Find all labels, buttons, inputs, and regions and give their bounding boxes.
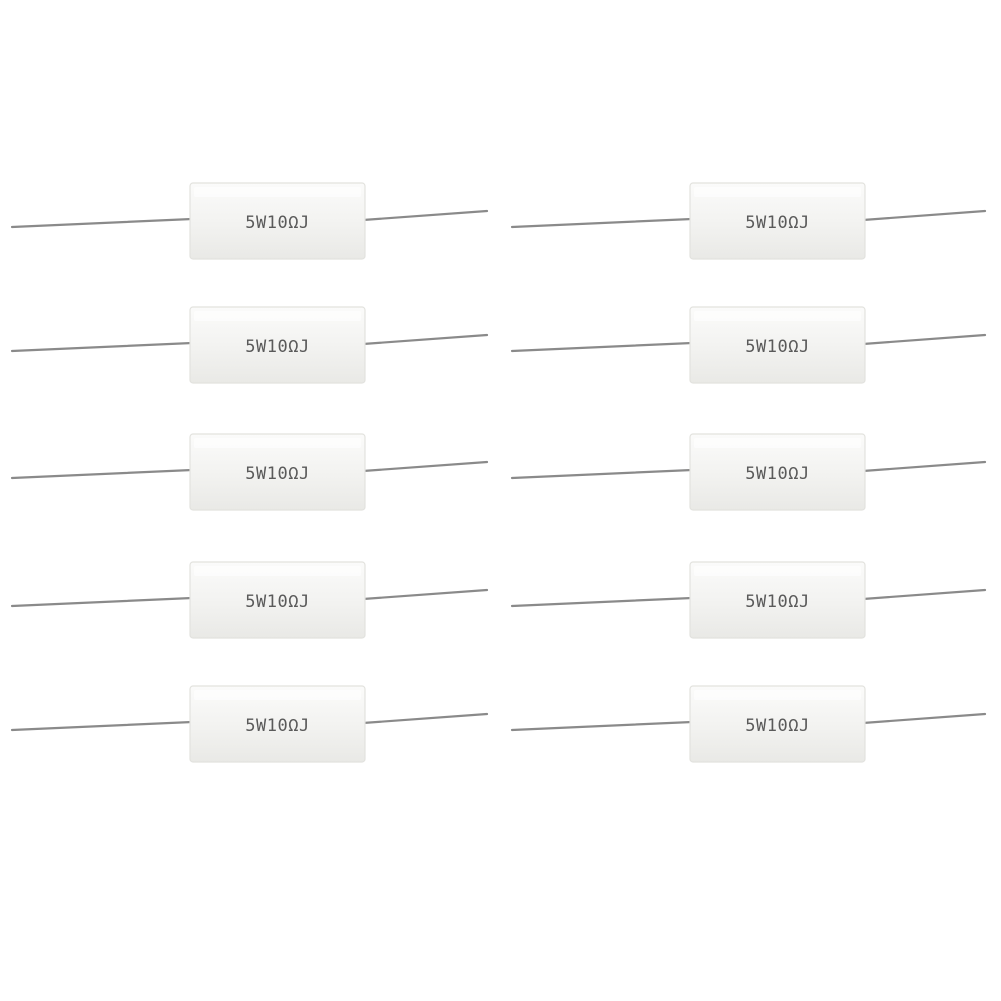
resistor-body [189,433,366,511]
resistor-lead-right [361,209,489,222]
resistor-lead-right [861,333,987,346]
resistor-marking: 5W10ΩJ [245,337,309,357]
resistor-lead-left [510,720,694,732]
resistor-marking: 5W10ΩJ [245,464,309,484]
resistor-lead-left [510,341,694,353]
resistor: 5W10ΩJ [10,306,489,384]
resistor-lead-left [10,468,194,480]
resistor: 5W10ΩJ [10,561,489,639]
resistor-lead-left [510,217,694,229]
resistor-body [689,306,866,384]
resistor-body [689,685,866,763]
resistor-marking: 5W10ΩJ [245,213,309,233]
resistor-marking: 5W10ΩJ [745,213,809,233]
resistor-body-highlight [694,438,861,448]
resistor-lead-right [361,712,489,725]
resistor-body [689,182,866,260]
resistor-marking: 5W10ΩJ [745,464,809,484]
resistor-lead-right [361,333,489,346]
resistor-body [189,306,366,384]
resistor-body [189,182,366,260]
resistor-body-highlight [194,438,361,448]
resistor-lead-left [510,596,694,608]
resistor-lead-right [861,712,987,725]
resistor-marking: 5W10ΩJ [245,592,309,612]
resistor-lead-right [861,588,987,601]
resistor-lead-right [361,460,489,473]
resistor-marking: 5W10ΩJ [745,716,809,736]
resistor-lead-right [361,588,489,601]
resistor-lead-right [861,209,987,222]
resistor-body-highlight [694,311,861,321]
resistor-body [189,685,366,763]
resistor-lead-left [510,468,694,480]
resistor-lead-left [10,217,194,229]
resistor: 5W10ΩJ [510,433,987,511]
resistor-body-highlight [194,566,361,576]
resistor: 5W10ΩJ [510,685,987,763]
resistor-body-highlight [194,690,361,700]
resistor: 5W10ΩJ [10,182,489,260]
resistor-lead-left [10,720,194,732]
resistor-lead-left [10,596,194,608]
resistor-body-highlight [194,311,361,321]
resistor-body-highlight [694,566,861,576]
resistor-marking: 5W10ΩJ [745,337,809,357]
resistor-lead-right [861,460,987,473]
resistor-marking: 5W10ΩJ [745,592,809,612]
resistor: 5W10ΩJ [510,561,987,639]
resistor-body [689,561,866,639]
resistor-body [189,561,366,639]
resistor-body-highlight [194,187,361,197]
resistor-lead-left [10,341,194,353]
resistor: 5W10ΩJ [510,182,987,260]
resistor-body-highlight [694,690,861,700]
resistor: 5W10ΩJ [10,685,489,763]
resistor-body [689,433,866,511]
resistor-body-highlight [694,187,861,197]
resistor: 5W10ΩJ [510,306,987,384]
resistor-marking: 5W10ΩJ [245,716,309,736]
resistor: 5W10ΩJ [10,433,489,511]
